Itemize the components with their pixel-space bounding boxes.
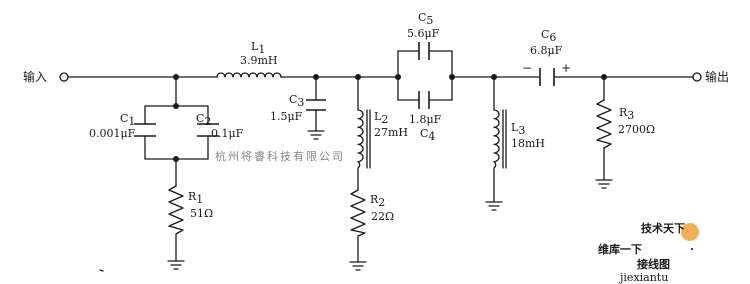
l2-label: L2 bbox=[374, 110, 388, 126]
logo-main-text: 维库一下 bbox=[598, 242, 642, 256]
logo-dot-text: · bbox=[690, 243, 694, 256]
c3-label: C3 bbox=[289, 93, 304, 109]
stray-mark bbox=[99, 269, 104, 272]
watermark-text: 杭州将睿科技有限公司 bbox=[215, 149, 345, 163]
capacitor-c3 bbox=[306, 99, 326, 111]
l2-value: 27mH bbox=[374, 126, 408, 139]
r1-value: 51Ω bbox=[190, 207, 213, 220]
logo-bulb-icon bbox=[681, 223, 699, 241]
l3-label: L3 bbox=[511, 121, 525, 137]
c5-label: C5 bbox=[418, 11, 433, 27]
output-label: 输出 bbox=[705, 69, 729, 84]
r1-label: R1 bbox=[188, 190, 203, 206]
r2-value: 22Ω bbox=[371, 210, 394, 223]
c6-value: 6.8μF bbox=[530, 44, 563, 57]
c1-label: C1 bbox=[120, 112, 135, 128]
ground-r1 bbox=[167, 260, 185, 270]
input-terminal bbox=[59, 72, 69, 82]
ground-r3 bbox=[595, 179, 613, 189]
resistor-r2 bbox=[350, 189, 366, 237]
ground-c3 bbox=[307, 130, 325, 140]
c4-value: 1.8μF bbox=[409, 113, 442, 126]
wires bbox=[67, 50, 694, 263]
input-label: 输入 bbox=[23, 69, 47, 84]
inductor-l1 bbox=[216, 72, 283, 78]
ground-r2 bbox=[349, 261, 367, 271]
r2-label: R2 bbox=[370, 193, 385, 209]
c2-label: C2 bbox=[196, 112, 211, 128]
resistor-r3 bbox=[596, 99, 612, 149]
c2-value: 0.1μF bbox=[211, 127, 244, 140]
r3-label: R3 bbox=[619, 106, 634, 122]
site-logo: 技术天下 维库一下 · 接线图 jiexiantu bbox=[598, 221, 699, 284]
c6-label: C6 bbox=[541, 28, 556, 44]
junction-dots bbox=[173, 74, 607, 162]
c1-value: 0.001μF bbox=[89, 127, 136, 140]
capacitor-c1 bbox=[134, 123, 156, 137]
capacitor-c6 bbox=[539, 68, 555, 86]
c5-value: 5.6μF bbox=[407, 27, 440, 40]
c6-plus-sign: + bbox=[561, 61, 571, 75]
logo-top-text: 技术天下 bbox=[641, 221, 685, 235]
c4-label: C4 bbox=[420, 127, 435, 143]
c6-minus-sign: − bbox=[522, 61, 532, 75]
logo-url-text: jiexiantu bbox=[618, 271, 668, 284]
ground-l3 bbox=[485, 201, 503, 211]
capacitor-c4 bbox=[418, 91, 430, 109]
output-terminal bbox=[692, 72, 702, 82]
l1-label: L1 bbox=[251, 40, 265, 56]
l3-value: 18mH bbox=[511, 137, 545, 150]
logo-green-text: 接线图 bbox=[637, 257, 670, 271]
c3-value: 1.5μF bbox=[270, 110, 303, 123]
r3-value: 2700Ω bbox=[618, 123, 655, 136]
inductor-l3 bbox=[493, 109, 507, 169]
inductor-l2 bbox=[357, 109, 371, 169]
resistor-r1 bbox=[168, 185, 184, 235]
l1-value: 3.9mH bbox=[240, 54, 278, 67]
capacitor-c2 bbox=[197, 123, 219, 137]
capacitor-c5 bbox=[418, 42, 430, 60]
